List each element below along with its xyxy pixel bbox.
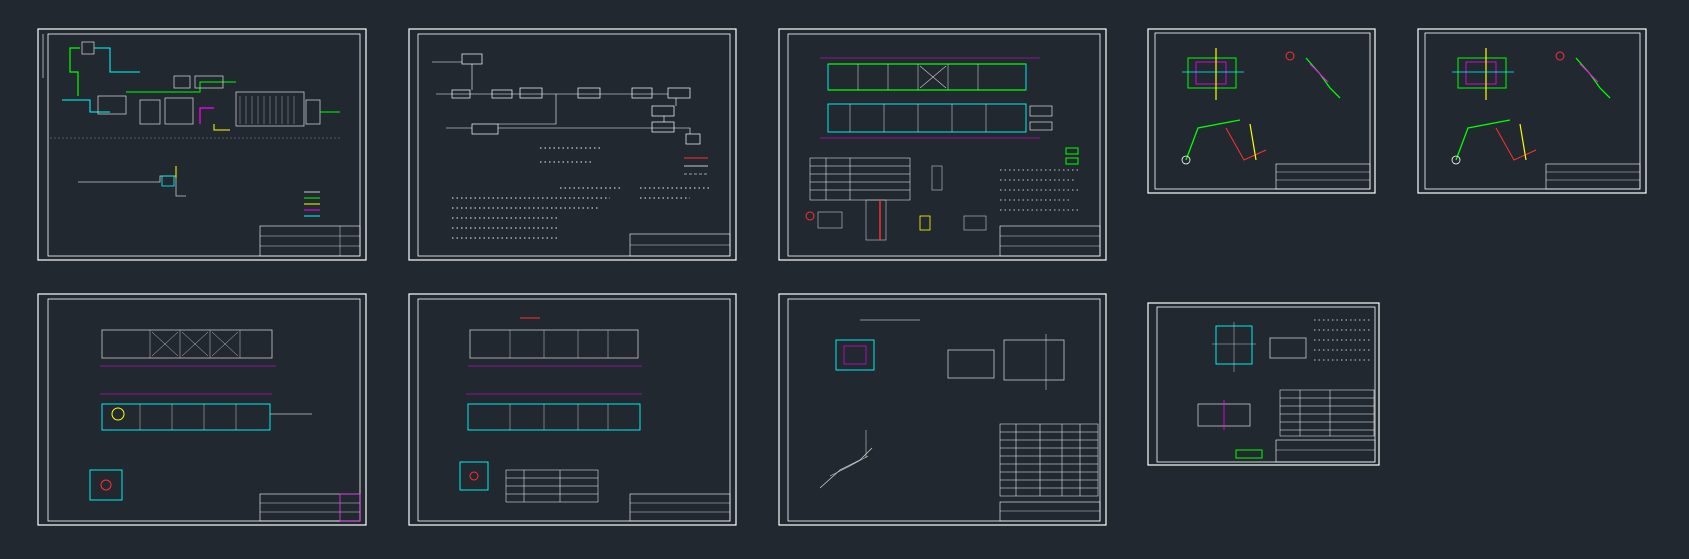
drawing-sheet[interactable]	[1147, 28, 1376, 194]
drawing-sheet[interactable]	[1147, 302, 1380, 466]
drawing-sheet[interactable]	[37, 293, 367, 526]
drawing-sheet[interactable]	[408, 28, 737, 261]
drawing-sheet[interactable]	[778, 28, 1107, 261]
drawing-sheet[interactable]	[37, 28, 367, 261]
drawing-sheet[interactable]	[408, 293, 737, 526]
drawing-sheet[interactable]	[778, 293, 1107, 526]
drawing-sheet[interactable]	[1417, 28, 1647, 194]
